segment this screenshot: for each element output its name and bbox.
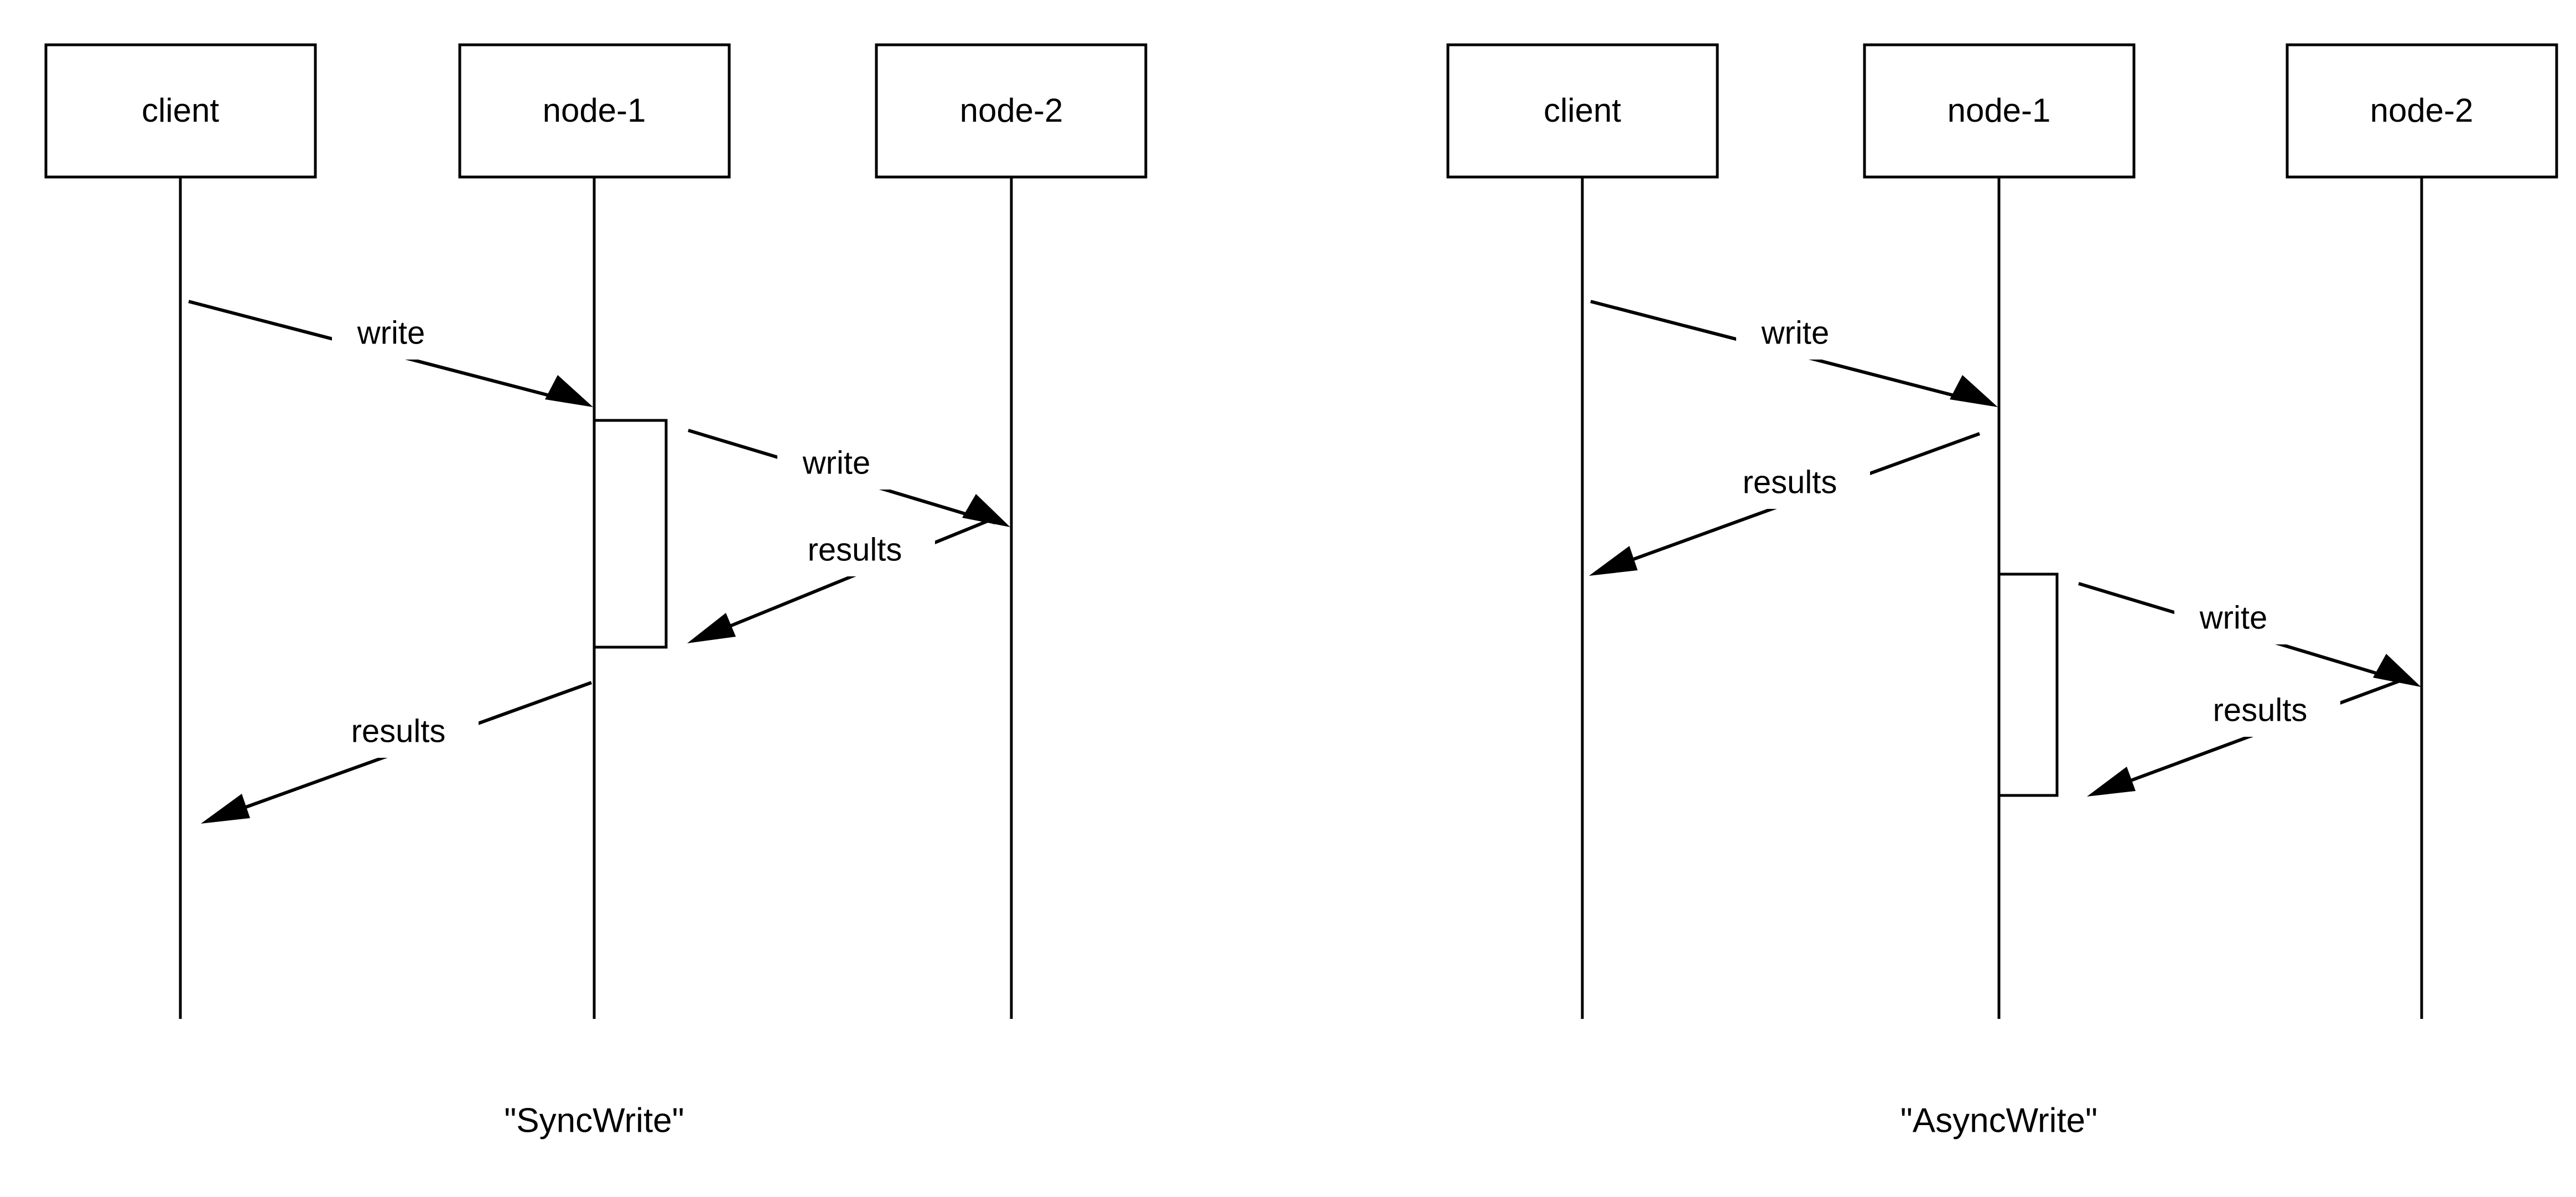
message-label-write-1-async: write [1761,315,1829,351]
arrowhead-right-icon [1950,375,1998,407]
arrowhead-left-icon [1589,546,1638,576]
participant-box-node-1-async [1863,43,2136,179]
participant-box-node-2-sync [875,43,1147,179]
participant-label-node-2-async: node-2 [2370,92,2474,129]
participant-box-node-1-sync [458,43,731,179]
participant-box-client-async [1446,43,1719,179]
participant-label-node-2-sync: node-2 [960,92,1063,129]
message-write-node1-node2-async: write [2078,582,2421,687]
message-label-results-3-sync: results [808,532,902,568]
participant-label-client-async: client [1544,92,1621,129]
arrowhead-right-icon [545,375,593,407]
message-label-write-2-sync: write [802,445,870,481]
activation-bar-node-1-sync [593,419,668,649]
message-write-node1-node2-sync: write [688,429,1010,527]
participant-label-node-1-sync: node-1 [543,92,646,129]
message-label-results-4-async: results [2213,692,2308,728]
participant-label-client-sync: client [142,92,219,129]
diagram-caption-async-write: "AsyncWrite" [1900,1101,2097,1139]
participant-box-node-2-async [2286,43,2558,179]
message-label-results-2-async: results [1743,464,1837,500]
message-label-write-3-async: write [2199,600,2267,636]
message-label-write-1-sync: write [357,315,425,351]
activation-bar-node-1-async [1997,573,2059,797]
message-write-client-node1-async: write [1590,300,1998,407]
message-write-client-node1-sync: write [188,300,593,407]
message-results-node1-client-sync: results [201,681,593,824]
message-results-node1-client-async: results [1589,432,1981,576]
arrowhead-left-icon [2087,767,2136,797]
arrowhead-left-icon [687,613,736,643]
diagram-caption-sync-write: "SyncWrite" [504,1101,684,1139]
arrowhead-right-icon [962,494,1010,527]
arrowhead-left-icon [201,794,250,824]
participant-label-node-1-async: node-1 [1947,92,2051,129]
participant-box-client-sync [44,43,317,179]
message-label-results-4-sync: results [351,713,446,749]
message-results-node2-node1-async: results [2087,679,2402,797]
message-results-node2-node1-sync: results [687,518,991,643]
